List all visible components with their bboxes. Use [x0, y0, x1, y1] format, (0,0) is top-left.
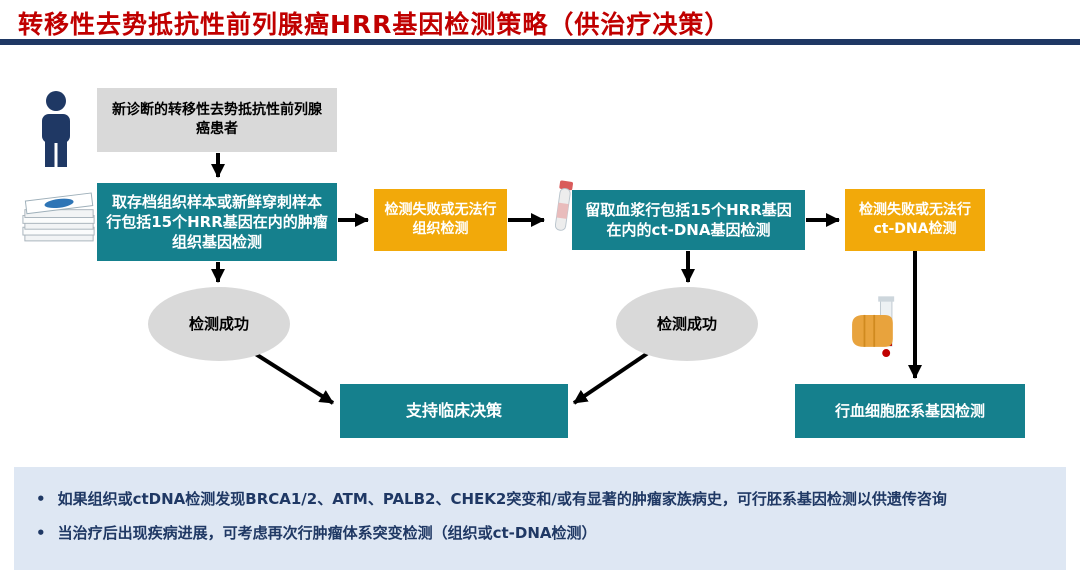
notes-panel: • 如果组织或ctDNA检测发现BRCA1/2、ATM、PALB2、CHEK2突…	[14, 467, 1066, 570]
tissue-test-label: 取存档组织样本或新鲜穿刺样本行包括15个HRR基因在内的肿瘤组织基因检测	[106, 192, 328, 252]
tissue-fail-box: 检测失败或无法行组织检测	[374, 189, 507, 251]
blood-tube-icon	[549, 178, 577, 242]
page-title: 转移性去势抵抗性前列腺癌HRR基因检测策略（供治疗决策）	[18, 10, 731, 39]
ctdna-success-ellipse: 检测成功	[616, 287, 758, 361]
bullet-icon: •	[36, 490, 46, 508]
person-icon	[30, 90, 82, 172]
ctdna-fail-label: 检测失败或无法行ct-DNA检测	[859, 202, 971, 237]
tissue-test-box: 取存档组织样本或新鲜穿刺样本行包括15个HRR基因在内的肿瘤组织基因检测	[97, 183, 337, 261]
germline-test-box: 行血细胞胚系基因检测	[795, 384, 1025, 438]
ctdna-test-box: 留取血浆行包括15个HRR基因在内的ct-DNA基因检测	[572, 190, 805, 250]
ctdna-success-label: 检测成功	[656, 314, 717, 333]
note-text-1: 如果组织或ctDNA检测发现BRCA1/2、ATM、PALB2、CHEK2突变和…	[57, 490, 947, 508]
note-bullet-1: • 如果组织或ctDNA检测发现BRCA1/2、ATM、PALB2、CHEK2突…	[36, 489, 1044, 511]
patient-box-label: 新诊断的转移性去势抵抗性前列腺癌患者	[112, 102, 322, 137]
patient-box: 新诊断的转移性去势抵抗性前列腺癌患者	[97, 88, 337, 152]
germline-test-label: 行血细胞胚系基因检测	[834, 401, 985, 420]
clinical-decision-box: 支持临床决策	[340, 384, 568, 438]
hand-blood-draw-icon	[845, 295, 907, 369]
tissue-success-ellipse: 检测成功	[148, 287, 290, 361]
ctdna-test-label: 留取血浆行包括15个HRR基因在内的ct-DNA基因检测	[585, 200, 792, 239]
ctdna-fail-box: 检测失败或无法行ct-DNA检测	[845, 189, 985, 251]
title-underline	[0, 39, 1080, 45]
note-text-2: 当治疗后出现疾病进展，可考虑再次行肿瘤体系突变检测（组织或ct-DNA检测）	[57, 523, 597, 542]
slides-stack-icon	[20, 190, 98, 248]
tissue-success-label: 检测成功	[188, 314, 249, 333]
bullet-icon: •	[36, 523, 46, 542]
tissue-fail-label: 检测失败或无法行组织检测	[384, 202, 497, 237]
note-bullet-2: • 当治疗后出现疾病进展，可考虑再次行肿瘤体系突变检测（组织或ct-DNA检测）	[36, 523, 1044, 545]
clinical-decision-label: 支持临床决策	[405, 401, 502, 421]
